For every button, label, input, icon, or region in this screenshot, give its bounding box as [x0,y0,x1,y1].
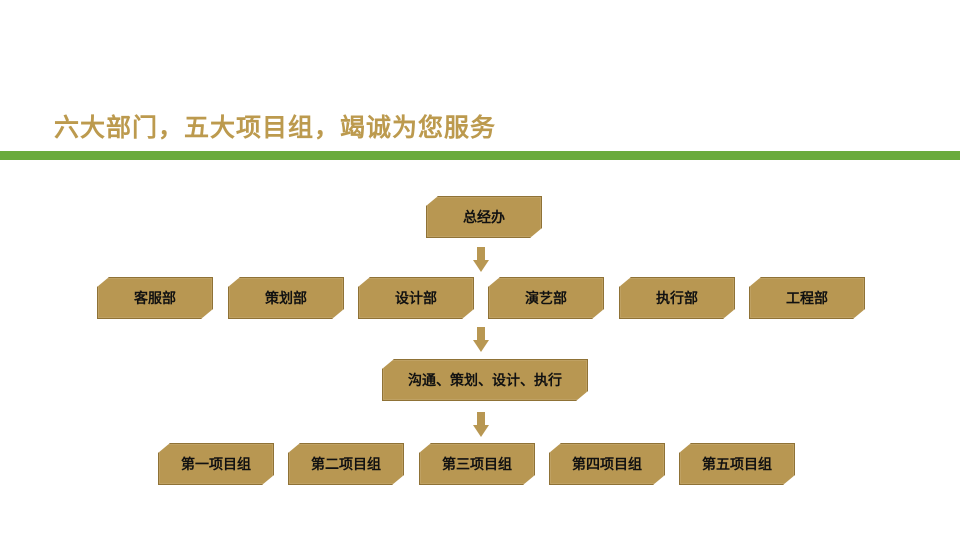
node-process: 沟通、策划、设计、执行 [382,359,588,401]
node-department: 工程部 [749,277,865,319]
node-project-group: 第四项目组 [549,443,665,485]
page-title: 六大部门，五大项目组，竭诚为您服务 [54,113,497,142]
node-department: 执行部 [619,277,735,319]
node-department: 客服部 [97,277,213,319]
node-project-group: 第五项目组 [679,443,795,485]
node-department: 设计部 [358,277,474,319]
arrow-down-icon [473,247,489,273]
node-project-group: 第二项目组 [288,443,404,485]
arrow-down-icon [473,327,489,353]
title-divider [0,151,960,160]
node-project-group: 第一项目组 [158,443,274,485]
node-department: 策划部 [228,277,344,319]
node-department: 演艺部 [488,277,604,319]
node-general-office: 总经办 [426,196,542,238]
node-project-group: 第三项目组 [419,443,535,485]
arrow-down-icon [473,412,489,438]
